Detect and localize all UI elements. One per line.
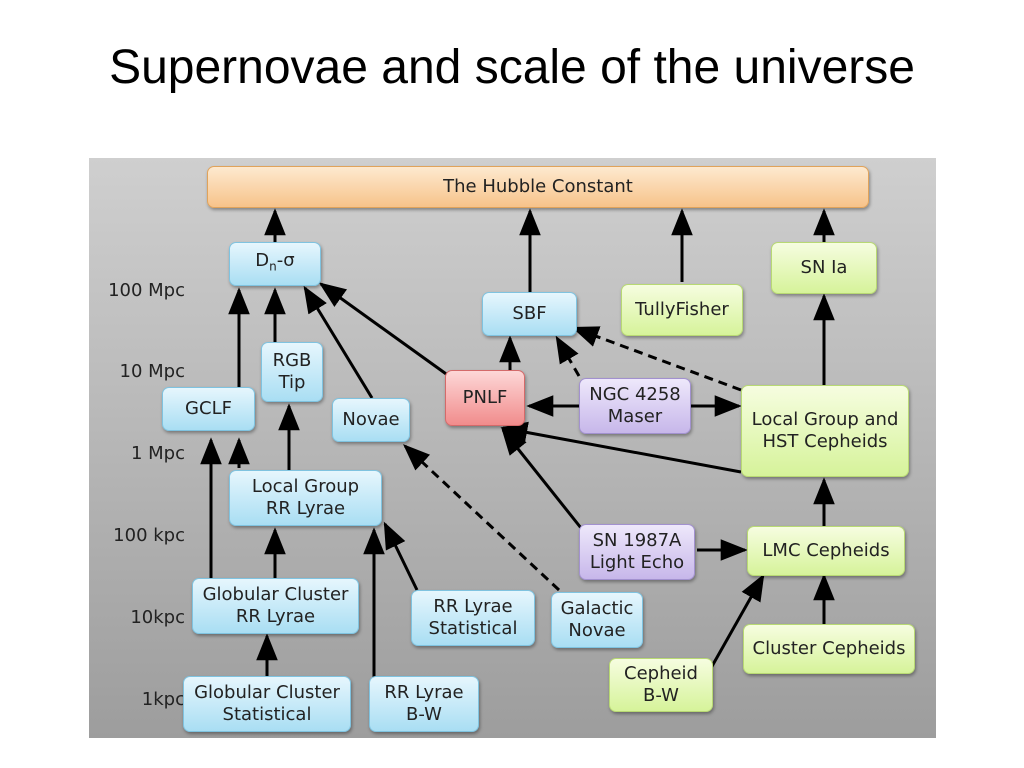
rgb-tip-node: RGB Tip <box>261 342 323 402</box>
scale-label-10mpc: 10 Mpc <box>119 361 185 382</box>
lmc-cepheids-node: LMC Cepheids <box>747 526 905 576</box>
gclf-node: GCLF <box>162 387 255 431</box>
hubble-constant-node: The Hubble Constant <box>207 166 869 208</box>
ngc-4258-node: NGC 4258 Maser <box>579 378 691 434</box>
arrow-layer <box>200 208 835 678</box>
arrow-sn1987-to-pnlf <box>501 427 583 529</box>
arrow-cepheidbw-to-lmc <box>709 573 765 669</box>
tully-fisher-node: TullyFisher <box>621 284 743 336</box>
globular-cluster-statistical-node: Globular Cluster Statistical <box>183 676 351 732</box>
dn-sigma-node: Dn-σ <box>229 242 321 286</box>
novae-node: Novae <box>332 398 410 442</box>
sn-ia-node: SN Ia <box>771 242 877 294</box>
globular-cluster-rr-lyrae-node: Globular Cluster RR Lyrae <box>192 578 359 634</box>
cluster-cepheids-node: Cluster Cepheids <box>743 624 915 674</box>
distance-ladder-diagram: 100 Mpc 10 Mpc 1 Mpc 100 kpc 10kpc 1kpc … <box>89 158 936 738</box>
slide-title: Supernovae and scale of the universe <box>109 41 915 94</box>
arrow-novae-to-dn <box>303 285 374 399</box>
arrow-pnlf-to-dn <box>318 282 450 378</box>
scale-label-1kpc: 1kpc <box>141 689 185 710</box>
pnlf-node: PNLF <box>445 370 525 426</box>
dn-sigma-label: Dn-σ <box>255 250 295 274</box>
arrow-rrstat-to-lgrr <box>383 521 419 591</box>
scale-label-100mpc: 100 Mpc <box>108 280 185 301</box>
rr-lyrae-statistical-node: RR Lyrae Statistical <box>411 590 535 646</box>
cepheid-bw-node: Cepheid B-W <box>609 658 713 712</box>
arrow-galnovae-to-novae <box>403 444 561 592</box>
sbf-node: SBF <box>482 292 577 336</box>
scale-label-100kpc: 100 kpc <box>113 525 185 546</box>
scale-label-10kpc: 10kpc <box>130 607 185 628</box>
local-group-hst-cepheids-node: Local Group and HST Cepheids <box>741 385 909 477</box>
arrow-ngc-to-sbf <box>555 335 581 377</box>
arrow-lg-to-pnlf <box>500 421 742 474</box>
local-group-rr-lyrae-node: Local Group RR Lyrae <box>229 470 382 526</box>
galactic-novae-node: Galactic Novae <box>551 592 643 648</box>
rr-lyrae-bw-node: RR Lyrae B-W <box>369 676 479 732</box>
sn-1987a-node: SN 1987A Light Echo <box>579 524 695 580</box>
scale-label-1mpc: 1 Mpc <box>130 443 185 464</box>
